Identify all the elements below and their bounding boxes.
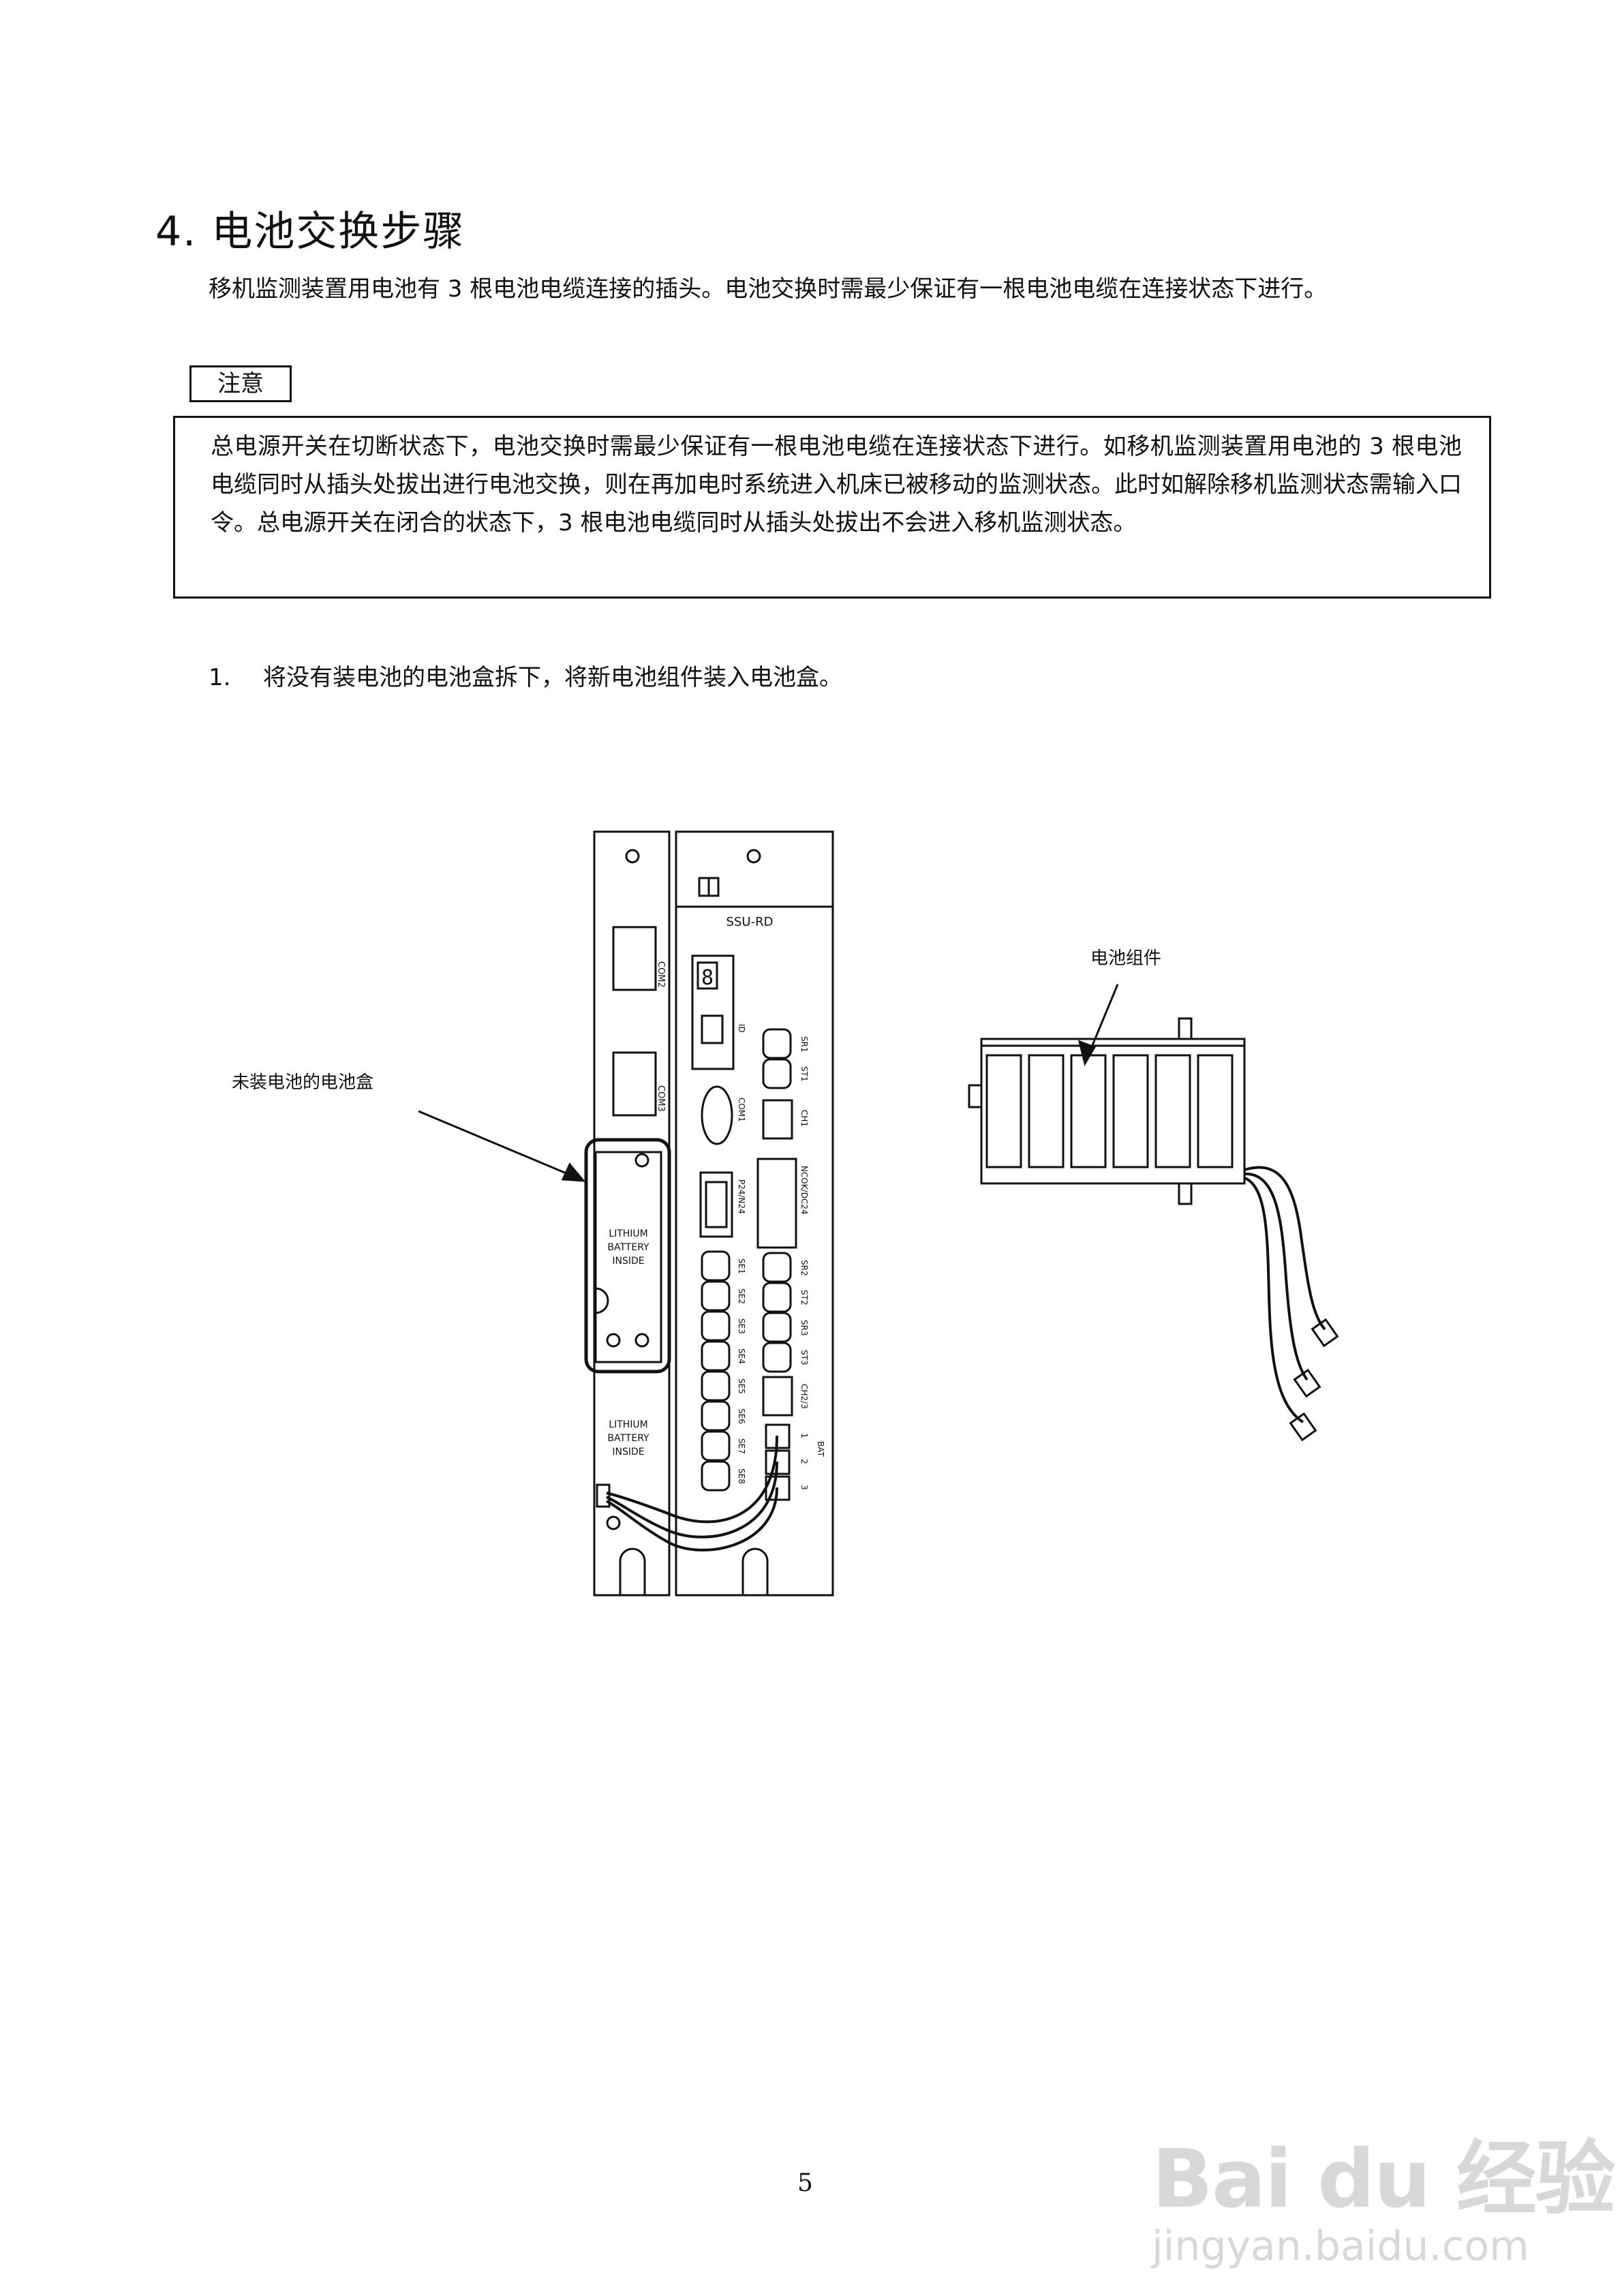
com2-label: COM2 [656, 961, 666, 988]
empty-battery-box-highlight [584, 1138, 671, 1374]
vertical-label: SE5 [737, 1378, 746, 1394]
callout-right: 电池组件 [1090, 948, 1161, 969]
vertical-label: SR1 [799, 1036, 809, 1053]
unit-title: SSU-RD [726, 915, 774, 929]
step-item: 1. 将没有装电池的电池盒拆下，将新电池组件装入电池盒。 [209, 659, 842, 697]
cable-plug [1293, 1368, 1321, 1398]
vertical-label: SR2 [799, 1260, 809, 1276]
battery-label-line: BATTERY [607, 1242, 649, 1253]
note-box: 总电源开关在切断状态下，电池交换时需最少保证有一根电池电缆在连接状态下进行。如移… [173, 416, 1491, 599]
battery-cells [985, 1054, 1234, 1168]
step-number: 1. [209, 664, 231, 691]
step-text: 将没有装电池的电池盒拆下，将新电池组件装入电池盒。 [263, 664, 842, 691]
vertical-label: ID [737, 1024, 746, 1033]
screw [634, 1333, 649, 1348]
battery-label-line: BATTERY [607, 1433, 649, 1444]
p24-connector [699, 1171, 733, 1238]
dip-switch [701, 1014, 724, 1044]
callout-left: 未装电池的电池盒 [232, 1072, 373, 1093]
screw [606, 1515, 621, 1530]
note-label: 注意 [189, 365, 292, 402]
ssu-rd-unit [675, 830, 834, 1597]
cable-plug [1289, 1412, 1317, 1442]
vertical-label: SE1 [737, 1258, 746, 1274]
box-latch [595, 1287, 609, 1314]
watermark-site: jingyan.baidu.com [1152, 2222, 1529, 2270]
battery-pack [980, 1038, 1246, 1185]
se-sockets [701, 1250, 731, 1492]
empty-battery-box [594, 1151, 662, 1363]
vertical-label: SE6 [737, 1408, 746, 1424]
vertical-label: SE7 [737, 1438, 746, 1454]
arrow-head [561, 1162, 586, 1182]
p24-inner [705, 1181, 728, 1228]
watermark-brand: Bai du 经验 [1152, 2132, 1616, 2226]
screw [606, 1333, 621, 1348]
mount-slot [619, 1547, 646, 1595]
vertical-label: COM1 [737, 1098, 746, 1122]
vertical-label: NCOK/DC24 [799, 1166, 809, 1215]
vertical-label: P24/N24 [737, 1179, 746, 1214]
com1-port [701, 1085, 733, 1145]
screw [634, 1153, 649, 1168]
battery-label-line: LITHIUM [609, 1228, 647, 1239]
page-number: 5 [797, 2169, 813, 2197]
callout-arrow [418, 1110, 581, 1181]
bat-number: 3 [799, 1485, 809, 1490]
digit: 8 [701, 966, 714, 990]
section-title-text: 电池交换步骤 [211, 208, 465, 256]
vertical-label: ST2 [799, 1290, 809, 1305]
pack-cables [1244, 1166, 1326, 1423]
vertical-label: SE2 [737, 1288, 746, 1304]
cable-plug [1311, 1318, 1339, 1348]
vertical-label: CH1 [799, 1110, 809, 1127]
vertical-label: ST3 [799, 1350, 809, 1365]
battery-label-line: INSIDE [612, 1447, 644, 1457]
com3-port [612, 1051, 657, 1117]
mount-hole [746, 849, 761, 864]
vertical-label: ST1 [799, 1066, 809, 1082]
watermark: Bai du 经验 jingyan.baidu.com [1152, 2059, 1616, 2277]
vertical-label: SE3 [737, 1318, 746, 1334]
vertical-label: SR3 [799, 1320, 809, 1336]
battery-plug [596, 1483, 611, 1508]
intro-paragraph: 移机监测装置用电池有 3 根电池电缆连接的插头。电池交换时需最少保证有一根电池电… [209, 275, 1328, 303]
mount-slot [741, 1547, 769, 1595]
com3-label: COM3 [656, 1085, 666, 1112]
bat-number: 1 [799, 1433, 809, 1438]
battery-label-line: LITHIUM [609, 1419, 647, 1430]
right-connectors [756, 1028, 797, 1501]
pack-clip [1178, 1017, 1193, 1040]
vertical-label: CH2/3 [799, 1384, 809, 1409]
battery-cables [606, 1435, 778, 1552]
vertical-label: SE4 [737, 1348, 746, 1364]
vertical-label: SE8 [737, 1468, 746, 1484]
bat-number: 2 [799, 1459, 809, 1464]
digit-display [697, 961, 718, 990]
bat-label: BAT [816, 1441, 825, 1457]
pack-tab [968, 1084, 981, 1108]
left-cabinet [593, 830, 671, 1597]
pack-clip [1178, 1182, 1193, 1205]
section-title: 4. 电池交换步骤 [155, 205, 465, 259]
callout-arrow [1086, 984, 1119, 1057]
mount-hole [625, 849, 640, 864]
id-panel [691, 954, 735, 1070]
section-number: 4. [155, 208, 198, 256]
com2-port [612, 926, 657, 991]
battery-label-line: INSIDE [612, 1256, 644, 1267]
